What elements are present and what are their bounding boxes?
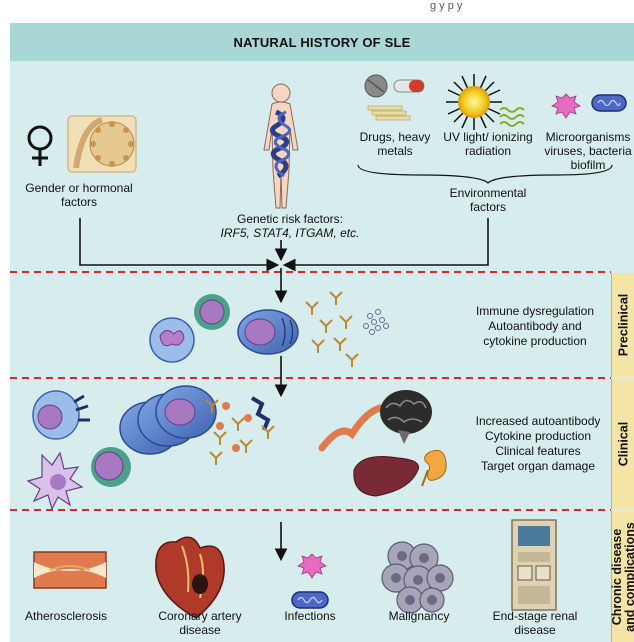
clinical-line-4: Target organ damage xyxy=(468,459,608,473)
infection-bacteria-icon xyxy=(292,592,328,608)
female-symbol-icon xyxy=(29,127,51,166)
stage-label-clinical: Clinical xyxy=(617,422,630,466)
stage-label-chronic: Chronic diseaseand complications xyxy=(611,522,634,632)
kidney-icon xyxy=(422,450,446,486)
brain-icon xyxy=(380,390,432,444)
atherosclerosis-icon xyxy=(34,552,106,588)
outcome-infections: Infections xyxy=(270,609,350,623)
outcome-atherosclerosis: Atherosclerosis xyxy=(8,609,124,623)
coronary-heart-icon xyxy=(156,537,224,618)
environmental-factor-label: Environmental factors xyxy=(436,186,540,214)
outcome-end-stage-renal-disease: End-stage renal disease xyxy=(490,609,580,637)
uv-label: UV light/ ionizing radiation xyxy=(438,130,538,158)
stage-tab-chronic: Chronic diseaseand complications xyxy=(611,511,634,642)
microorganisms-label: Microorganisms viruses, bacteria biofilm xyxy=(544,130,632,172)
stage-label-chronic-line-1: Chronic disease xyxy=(611,522,624,632)
gender-factor-label: Gender or hormonal factors xyxy=(14,181,144,209)
preclinical-cells xyxy=(150,294,298,362)
hormone-pill-pack-icon xyxy=(68,116,136,172)
drugs-label: Drugs, heavy metals xyxy=(352,130,438,158)
genetic-factor-label: Genetic risk factors: xyxy=(210,212,370,226)
liver-icon xyxy=(354,457,419,497)
clinical-line-1: Increased autoantibody xyxy=(468,414,608,428)
outcome-malignancy: Malignancy xyxy=(374,609,464,623)
stage-tab-preclinical: Preclinical xyxy=(611,273,634,377)
clinical-line-2: Cytokine production xyxy=(468,429,608,443)
stage-label-preclinical: Preclinical xyxy=(617,294,630,357)
clinical-cells xyxy=(28,386,268,509)
virus-icon xyxy=(552,94,580,118)
dialysis-machine-icon xyxy=(512,520,556,610)
drugs-pills-icon xyxy=(365,75,424,120)
preclinical-line-3: cytokine production xyxy=(460,334,610,348)
stage-label-chronic-line-2: and complications xyxy=(624,522,634,632)
clinical-line-3: Clinical features xyxy=(468,444,608,458)
stage-tab-clinical: Clinical xyxy=(611,379,634,509)
outcome-coronary-artery-disease: Coronary artery disease xyxy=(150,609,250,637)
uv-sun-icon xyxy=(446,74,524,130)
malignancy-cells-icon xyxy=(382,542,453,613)
bacteria-icon xyxy=(592,95,626,111)
preclinical-antibodies xyxy=(306,292,358,367)
genetic-genes-label: IRF5, STAT4, ITGAM, etc. xyxy=(190,226,390,240)
infection-virus-icon xyxy=(298,554,326,578)
blood-vessel-icon xyxy=(322,408,380,448)
human-body-dna-icon xyxy=(264,84,298,208)
cytokine-dots xyxy=(364,310,389,335)
preclinical-line-1: Immune dysregulation xyxy=(460,304,610,318)
preclinical-line-2: Autoantibody and xyxy=(460,319,610,333)
